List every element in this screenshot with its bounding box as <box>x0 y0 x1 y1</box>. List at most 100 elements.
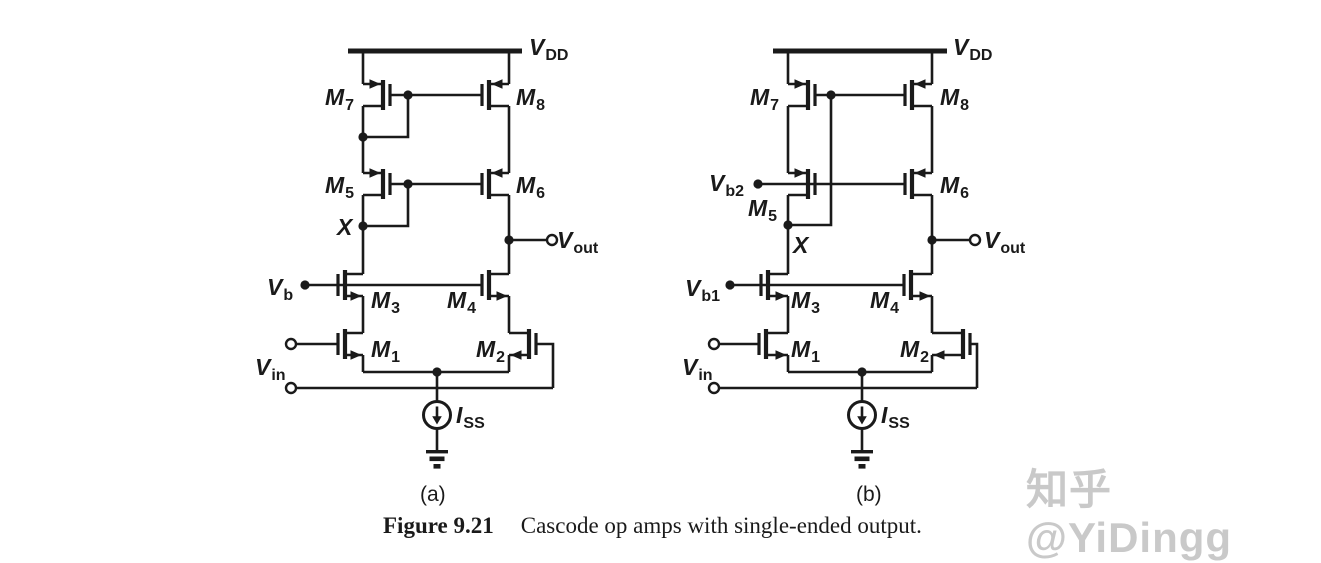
node-dot <box>403 179 413 189</box>
vout-terminal <box>545 233 559 247</box>
label-iss-a: ISS <box>456 402 485 432</box>
label-vout-b: Vout <box>984 227 1026 257</box>
node-dot-x <box>783 220 793 230</box>
label-vb1-b: Vb1 <box>685 275 721 305</box>
figure-caption-text: Cascode op amps with single-ended output… <box>520 513 922 538</box>
wires-b <box>719 51 979 451</box>
pmos-source-arrow <box>914 168 926 178</box>
node-dot-vout <box>927 235 937 245</box>
current-source-b <box>847 400 877 430</box>
label-m7-b: M7 <box>750 84 780 114</box>
label-m8-a: M8 <box>516 84 546 114</box>
ground-symbol-a <box>426 450 448 469</box>
transistor-m5-b <box>788 168 817 199</box>
transistor-m8-b <box>903 79 932 110</box>
label-m3-a: M3 <box>371 287 401 317</box>
label-m6-b: M6 <box>940 172 970 202</box>
label-vin-b: Vin <box>682 354 713 384</box>
subfigure-label-a: (a) <box>420 483 446 506</box>
transistor-m5-a <box>363 168 392 199</box>
vout-terminal <box>968 233 982 247</box>
nmos-source-arrow <box>510 350 522 360</box>
nmos-source-arrow <box>775 350 787 360</box>
label-m3-b: M3 <box>791 287 821 317</box>
junction-dots-a <box>300 90 514 377</box>
pmos-source-arrow <box>794 168 806 178</box>
wires-a <box>296 51 555 451</box>
node-dot-vb2 <box>753 179 763 189</box>
transistors-b <box>757 79 972 360</box>
down-arrow-icon <box>432 416 442 425</box>
label-node-x-a: X <box>337 214 353 240</box>
node-dot-tail <box>857 367 867 377</box>
label-vdd-a: VDD <box>529 34 569 64</box>
current-source-a <box>422 400 452 430</box>
figure-caption: Figure 9.21 Cascode op amps with single-e… <box>383 513 922 538</box>
label-m1-b: M1 <box>791 336 821 366</box>
label-vout-a: Vout <box>557 227 599 257</box>
transistor-m2-b <box>932 329 972 360</box>
terminals-a <box>284 233 559 395</box>
vin-plus-terminal <box>284 337 298 351</box>
label-vin-a: Vin <box>255 354 286 384</box>
label-m5-a: M5 <box>325 172 355 202</box>
vin-plus-terminal <box>707 337 721 351</box>
node-dot-x <box>358 221 368 231</box>
nmos-source-arrow <box>350 350 362 360</box>
node-dot-tail <box>432 367 442 377</box>
transistor-m1-b <box>757 329 788 360</box>
transistor-m7-a <box>363 79 392 110</box>
label-vb-a: Vb <box>267 274 294 304</box>
label-node-x-b: X <box>793 232 809 258</box>
ground-symbol-b <box>851 450 873 469</box>
pmos-source-arrow <box>491 168 503 178</box>
node-dot <box>826 90 836 100</box>
label-m7-a: M7 <box>325 84 355 114</box>
nmos-source-arrow <box>919 291 931 301</box>
pmos-source-arrow <box>794 79 806 89</box>
pmos-source-arrow <box>369 79 381 89</box>
junction-dots-b <box>725 90 937 377</box>
label-m1-a: M1 <box>371 336 401 366</box>
node-dot-vb <box>300 280 310 290</box>
transistor-m6-b <box>903 168 932 199</box>
terminals-b <box>707 233 982 395</box>
transistor-m3-a <box>336 270 363 301</box>
transistor-m6-a <box>480 168 509 199</box>
node-dot <box>403 90 413 100</box>
label-m2-a: M2 <box>476 336 506 366</box>
nmos-source-arrow <box>350 291 362 301</box>
down-arrow-icon <box>857 416 867 425</box>
nmos-source-arrow <box>775 291 787 301</box>
label-m8-b: M8 <box>940 84 970 114</box>
transistors-a <box>336 79 538 360</box>
transistor-m1-a <box>336 329 363 360</box>
transistor-m4-b <box>902 270 932 301</box>
label-m6-a: M6 <box>516 172 546 202</box>
transistor-m8-a <box>480 79 509 110</box>
nmos-source-arrow <box>496 291 508 301</box>
transistor-m2-a <box>509 329 538 360</box>
node-dot <box>358 132 368 142</box>
transistor-m3-b <box>759 270 788 301</box>
subfigure-label-b: (b) <box>856 483 882 506</box>
node-dot-vout <box>504 235 514 245</box>
label-m4-b: M4 <box>870 287 900 317</box>
transistor-m7-b <box>788 79 817 110</box>
watermark: 知乎 @YiDingg <box>1026 466 1233 562</box>
nmos-source-arrow <box>933 350 945 360</box>
pmos-source-arrow <box>491 79 503 89</box>
label-vb2-b: Vb2 <box>709 170 745 200</box>
label-iss-b: ISS <box>881 402 910 432</box>
node-dot-vb1 <box>725 280 735 290</box>
pmos-source-arrow <box>914 79 926 89</box>
label-m5-b: M5 <box>748 195 778 225</box>
figure-number: Figure 9.21 <box>383 513 494 538</box>
vin-minus-terminal <box>284 381 298 395</box>
circuit-a-schematic <box>284 48 559 469</box>
label-m4-a: M4 <box>447 287 477 317</box>
label-m2-b: M2 <box>900 336 930 366</box>
circuit-b-schematic <box>707 48 982 469</box>
